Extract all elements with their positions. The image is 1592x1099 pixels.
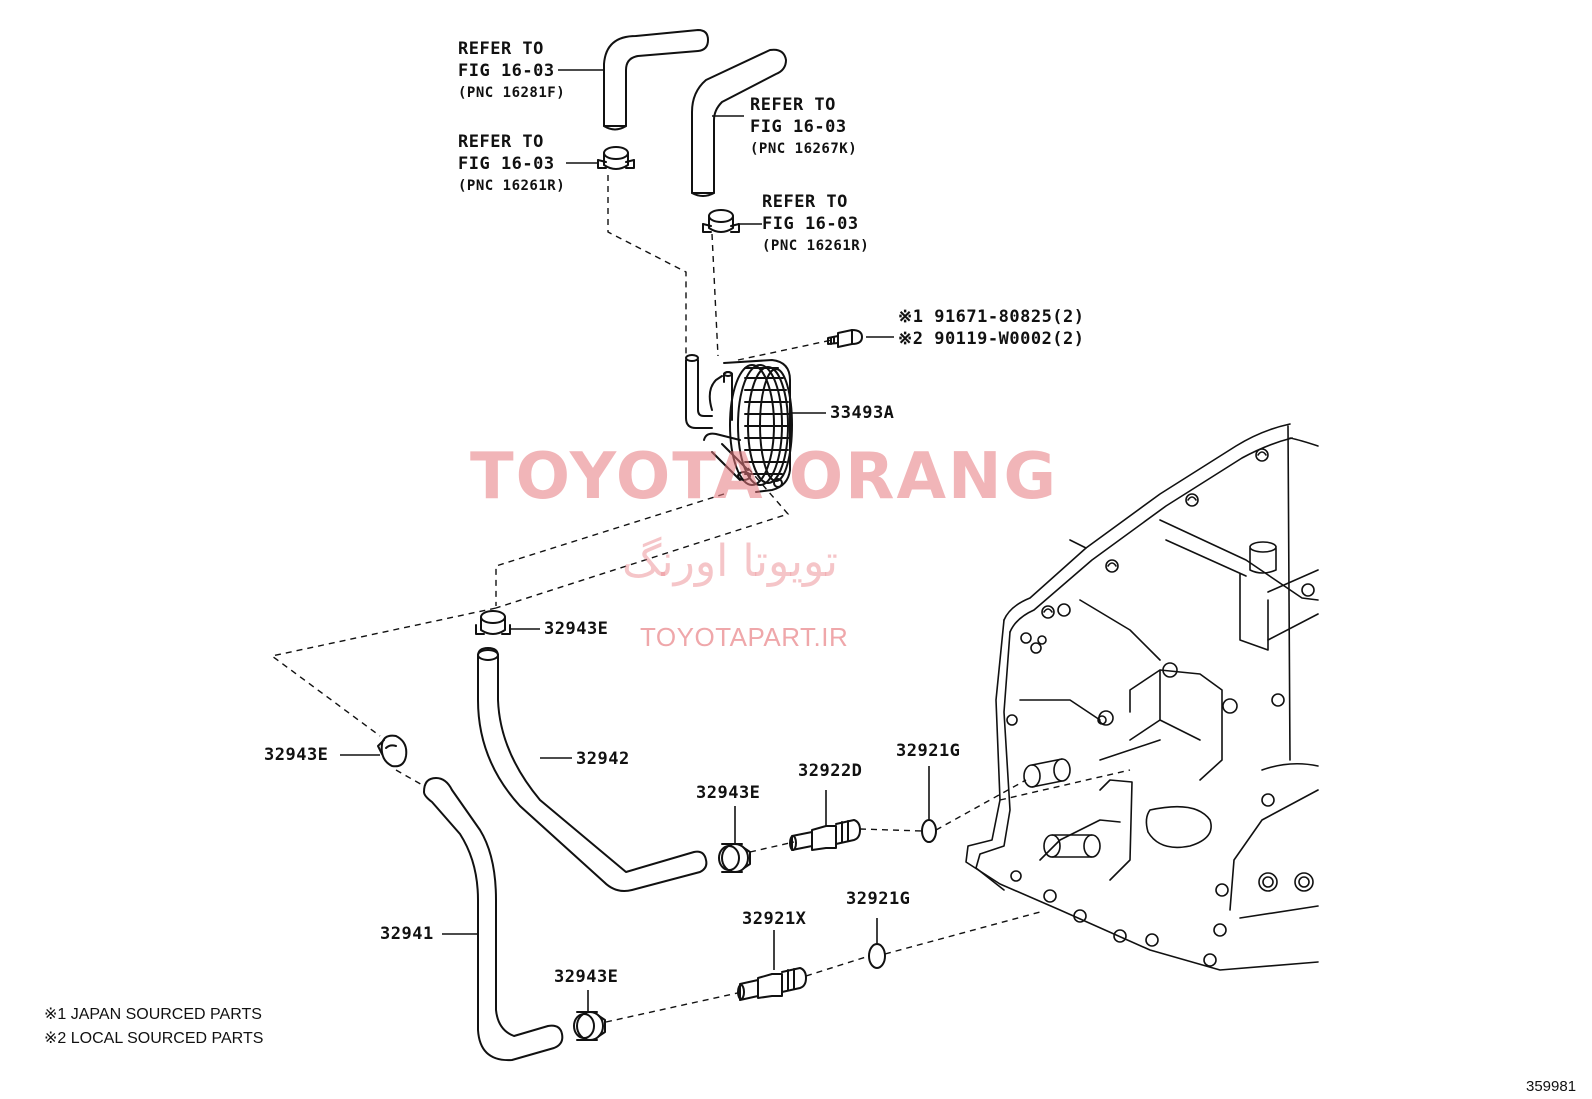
- oil-cooler-drawing: [685, 354, 793, 493]
- hose-32942-drawing: [477, 647, 708, 892]
- label-clamp-left: 32943E: [264, 745, 329, 765]
- bolt-part-number-1: ※1 91671-80825(2): [898, 307, 1085, 327]
- clamp-32943e-mid-drawing: [718, 843, 751, 873]
- label-hose-lower: 32941: [380, 924, 434, 944]
- reference-line2: FIG 16-03: [762, 214, 859, 234]
- figure-number: 359981: [1526, 1078, 1577, 1095]
- label-clamp-lower: 32943E: [554, 967, 619, 987]
- note-japan-sourced: ※1 JAPAN SOURCED PARTS: [44, 1006, 262, 1023]
- clamp-32943e-lower-drawing: [573, 1011, 606, 1041]
- reference-16261r-right: REFER TO FIG 16-03 (PNC 16261R): [762, 191, 869, 257]
- clamp-32943e-left-drawing: [377, 734, 408, 768]
- bolt-drawing: [827, 329, 863, 348]
- union-32922d-drawing: [789, 819, 861, 851]
- reference-line1: REFER TO: [458, 39, 544, 59]
- reference-line1: REFER TO: [458, 132, 544, 152]
- label-oring-upper: 32921G: [896, 741, 961, 761]
- reference-16267k: REFER TO FIG 16-03 (PNC 16267K): [750, 94, 857, 160]
- label-union-lower: 32921X: [742, 909, 807, 929]
- dashed-lines: [270, 175, 1131, 1023]
- label-cooler: 33493A: [830, 403, 895, 423]
- union-32921x-drawing: [737, 967, 807, 1001]
- reference-line2: FIG 16-03: [458, 61, 555, 81]
- transmission-case-drawing: [965, 423, 1319, 971]
- label-hose-upper: 32942: [576, 749, 630, 769]
- reference-pnc: (PNC 16267K): [750, 141, 858, 157]
- leader-lines: [340, 69, 930, 1012]
- label-clamp-upper: 32943E: [544, 619, 609, 639]
- label-union-upper: 32922D: [798, 761, 863, 781]
- reference-line2: FIG 16-03: [458, 154, 555, 174]
- reference-pnc: (PNC 16281F): [458, 85, 566, 101]
- reference-16281f: REFER TO FIG 16-03 (PNC 16281F): [458, 38, 565, 104]
- watermark-brand-persian: تویوتا اورنگ: [622, 536, 838, 587]
- clamp-16261r-right-drawing: [702, 209, 740, 233]
- bolt-callout: ※1 91671-80825(2) ※2 90119-W0002(2): [898, 306, 1085, 350]
- reference-pnc: (PNC 16261R): [762, 238, 870, 254]
- note-local-sourced: ※2 LOCAL SOURCED PARTS: [44, 1030, 264, 1047]
- reference-16261r-left: REFER TO FIG 16-03 (PNC 16261R): [458, 131, 565, 197]
- hose-32941-drawing: [423, 777, 564, 1062]
- reference-line2: FIG 16-03: [750, 117, 847, 137]
- clamp-32943e-upper-drawing: [475, 610, 511, 635]
- reference-line1: REFER TO: [762, 192, 848, 212]
- clamp-16261r-left-drawing: [597, 146, 635, 170]
- label-clamp-mid: 32943E: [696, 783, 761, 803]
- hose-16281f-drawing: [603, 29, 709, 131]
- oring-32921g-upper-drawing: [921, 819, 937, 843]
- oring-32921g-lower-drawing: [868, 943, 886, 969]
- label-oring-lower: 32921G: [846, 889, 911, 909]
- reference-pnc: (PNC 16261R): [458, 178, 566, 194]
- hose-16267k-drawing: [691, 48, 787, 197]
- watermark-brand: TOYOTA ORANG: [470, 440, 1059, 514]
- bolt-part-number-2: ※2 90119-W0002(2): [898, 329, 1085, 349]
- watermark-url: TOYOTAPART.IR: [640, 622, 849, 652]
- reference-line1: REFER TO: [750, 95, 836, 115]
